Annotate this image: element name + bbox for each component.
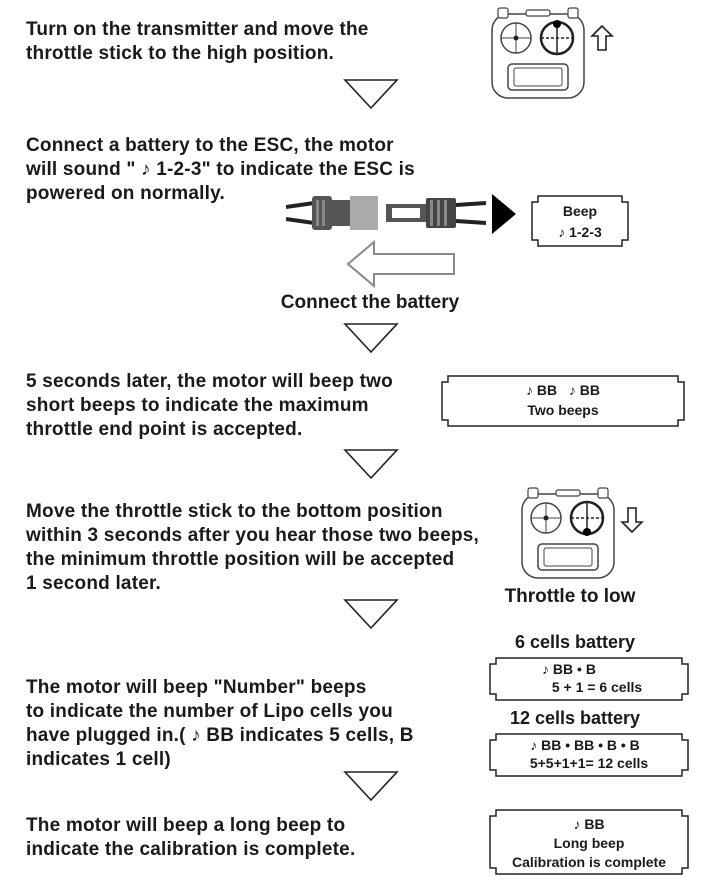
six-cells-label: 6 cells battery bbox=[514, 632, 636, 652]
down-triangle-icon bbox=[343, 323, 399, 354]
beep-box-complete: ♪ BB Long beep Calibration is complete bbox=[486, 806, 692, 878]
down-triangle-icon bbox=[343, 449, 399, 480]
connector-icon bbox=[286, 194, 516, 234]
beep-max-line2: Two beeps bbox=[527, 402, 599, 418]
beep-twelve-line1: ♪ BB • BB • B • B bbox=[530, 737, 640, 753]
left-arrow-icon bbox=[346, 240, 455, 288]
beep-powered-line1: Beep bbox=[562, 203, 598, 219]
down-triangle-icon bbox=[343, 599, 399, 630]
step-1-text: Turn on the transmitter and move the thr… bbox=[26, 19, 369, 64]
twelve-cells-label: 12 cells battery bbox=[509, 708, 641, 728]
beep-twelve-line2: 5+5+1+1= 12 cells bbox=[529, 755, 649, 771]
beep-powered-line2: ♪ 1-2-3 bbox=[558, 224, 602, 240]
beep-complete-line3: Calibration is complete bbox=[511, 854, 667, 870]
transmitter-low-icon bbox=[521, 487, 644, 579]
throttle-low-caption: Throttle to low bbox=[504, 586, 636, 607]
beep-complete-line2: Long beep bbox=[553, 835, 625, 851]
beep-six-line2: 5 + 1 = 6 cells bbox=[551, 679, 643, 695]
down-triangle-icon bbox=[343, 79, 399, 110]
step-6-text: The motor will beep a long beep to indic… bbox=[26, 815, 356, 860]
step-3-text: 5 seconds later, the motor will beep two… bbox=[26, 371, 393, 440]
beep-box-six: ♪ BB • B 5 + 1 = 6 cells bbox=[486, 654, 692, 704]
beep-box-twelve: ♪ BB • BB • B • B 5+5+1+1= 12 cells bbox=[486, 730, 692, 780]
down-triangle-icon bbox=[343, 771, 399, 802]
beep-complete-line1: ♪ BB bbox=[573, 816, 605, 832]
beep-max-line1: ♪ BB ♪ BB bbox=[526, 382, 600, 398]
step-5-text: The motor will beep "Number" beeps to in… bbox=[26, 677, 414, 770]
transmitter-high-icon bbox=[491, 7, 614, 99]
beep-box-powered: Beep ♪ 1-2-3 bbox=[528, 192, 632, 250]
step-2-text: Connect a battery to the ESC, the motor … bbox=[26, 135, 415, 204]
connect-battery-caption: Connect the battery bbox=[280, 292, 460, 313]
step-4-text: Move the throttle stick to the bottom po… bbox=[26, 501, 480, 594]
beep-box-max: ♪ BB ♪ BB Two beeps bbox=[438, 372, 688, 430]
beep-six-line1: ♪ BB • B bbox=[542, 661, 596, 677]
